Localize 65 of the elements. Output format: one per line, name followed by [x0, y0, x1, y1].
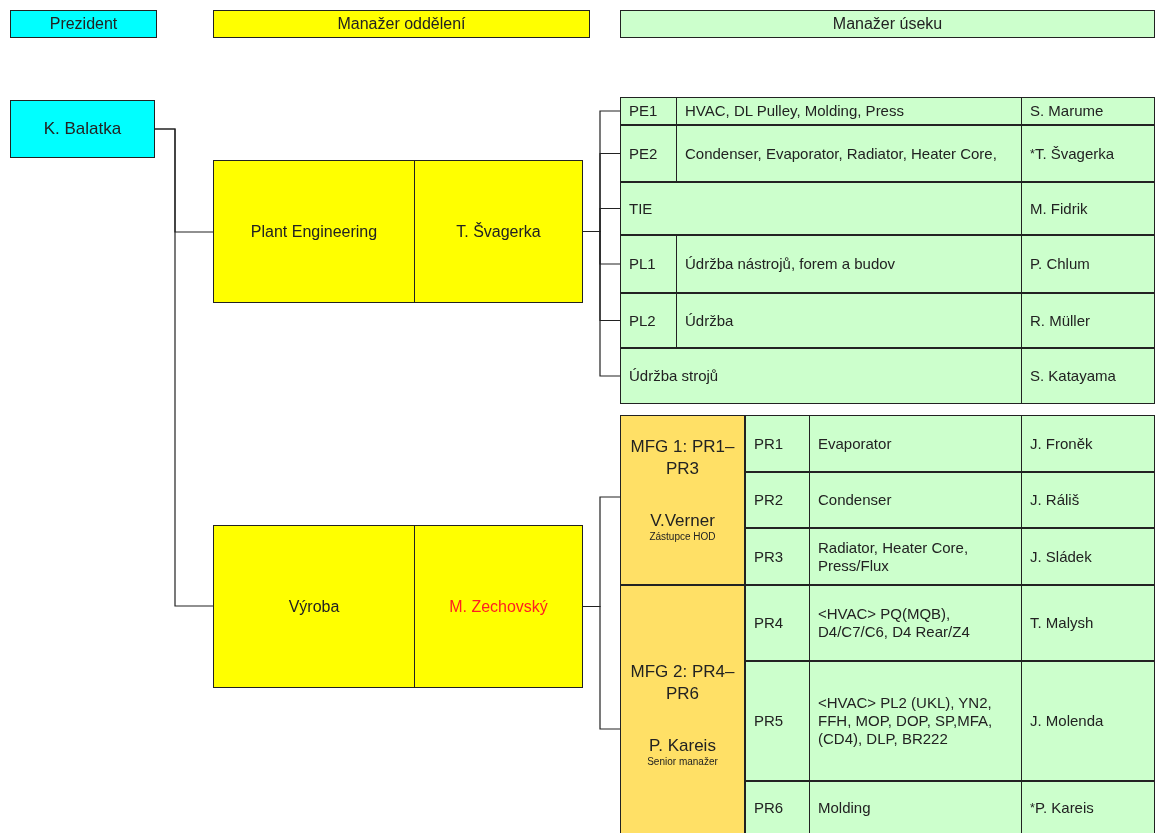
section-code: PE2 [628, 143, 659, 164]
manager-name: T. Švagerka [414, 161, 582, 302]
table-row [620, 97, 1155, 125]
department-name: Plant Engineering [249, 221, 379, 242]
manager-name: P. Kareis [648, 736, 717, 756]
connector-line [154, 128, 214, 607]
manager-name: S. Marume [1021, 98, 1154, 124]
group-title: MFG 1: PR1–PR3 [629, 436, 736, 480]
manager-name: M. Fidrik [1021, 183, 1154, 234]
manager-name: R. Müller [1021, 294, 1154, 347]
manager-name: J. Froněk [1021, 416, 1154, 471]
description-text: Evaporator [809, 416, 1021, 471]
connector-line [582, 230, 621, 377]
group-title: MFG 2: PR4–PR6 [629, 661, 736, 705]
table-row [620, 182, 1155, 235]
description-text: Radiator, Heater Core, Press/Flux [809, 529, 1021, 584]
manager-name: J. Molenda [1021, 662, 1154, 780]
column-header: Prezident [10, 10, 157, 38]
description-text: Molding [809, 782, 1021, 833]
role-text: Zástupce HOD [648, 531, 717, 543]
description-text: <HVAC> PQ(MQB), D4/C7/C6, D4 Rear/Z4 [809, 586, 1021, 660]
role-text: Senior manažer [646, 756, 719, 768]
table-row [745, 528, 1155, 585]
description-text: Údržba [676, 294, 1021, 347]
person-box: K. Balatka [10, 100, 155, 158]
table-row [745, 585, 1155, 661]
section-code: PR3 [753, 546, 785, 567]
section-code: PL2 [628, 310, 657, 331]
description-text: Condenser [809, 473, 1021, 527]
manager-name: S. Katayama [1021, 349, 1154, 403]
manager-name: M. Zechovský [414, 526, 582, 687]
section-code: PR2 [753, 490, 785, 510]
manager-name: P. Chlum [1021, 236, 1154, 292]
connector-line [582, 605, 621, 730]
manager-name: V.Verner [649, 511, 716, 531]
section-code: PE1 [628, 101, 659, 121]
section-code: PR6 [753, 798, 785, 818]
column-header: Manažer úseku [620, 10, 1155, 38]
table-row [620, 125, 1155, 182]
manager-name: J. Ráliš [1021, 473, 1154, 527]
description-text: HVAC, DL Pulley, Molding, Press [676, 98, 1021, 124]
section-name: TIE [628, 198, 654, 219]
group-box [620, 415, 745, 585]
section-name: Údržba strojů [628, 366, 720, 386]
table-row [745, 781, 1155, 833]
description-text: <HVAC> PL2 (UKL), YN2, FFH, MOP, DOP, SP,MFA, (CD4), DLP, BR222 [809, 662, 1021, 780]
manager-name: J. Sládek [1021, 529, 1154, 584]
section-code: PL1 [628, 254, 657, 274]
description-text: Condenser, Evaporator, Radiator, Heater Core, [676, 126, 1021, 181]
section-code: PR1 [753, 433, 785, 454]
section-code: PR5 [753, 711, 785, 731]
table-row [620, 293, 1155, 348]
table-row [620, 348, 1155, 404]
table-row [745, 415, 1155, 472]
table-row [745, 661, 1155, 781]
department-name: Výroba [287, 596, 341, 617]
department-box [213, 160, 583, 303]
table-row [745, 472, 1155, 528]
description-text: Údržba nástrojů, forem a budov [676, 236, 1021, 292]
department-box [213, 525, 583, 688]
column-header: Manažer oddělení [213, 10, 590, 38]
table-row [620, 235, 1155, 293]
group-box [620, 585, 745, 833]
manager-name: T. Malysh [1021, 586, 1154, 660]
section-code: PR4 [753, 613, 785, 633]
